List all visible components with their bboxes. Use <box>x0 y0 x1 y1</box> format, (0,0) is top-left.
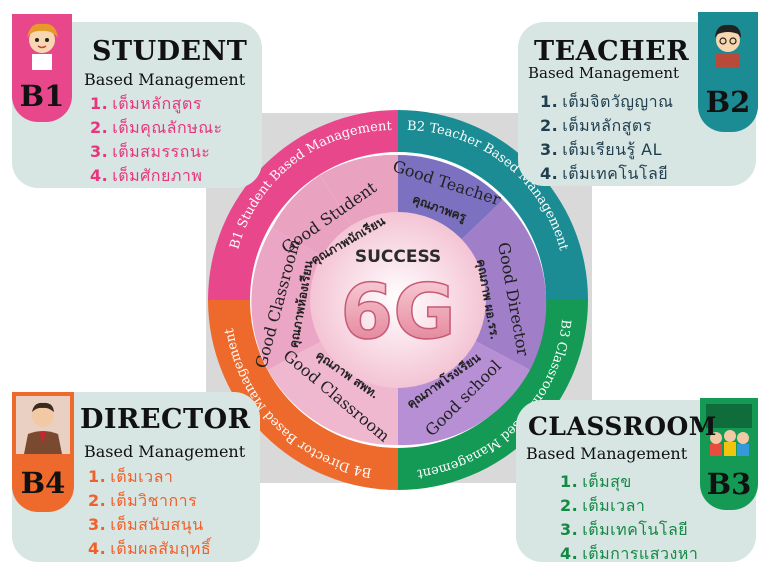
center-label: SUCCESS <box>355 247 441 267</box>
classroom-subtitle: Based Management <box>526 444 688 463</box>
list-item: 1.เต็มหลักสูตร <box>90 94 202 113</box>
list-item: 3.เต็มเทคโนโลยี <box>560 520 689 539</box>
list-item: 4.เต็มผลสัมฤทธิ์ <box>88 539 212 558</box>
student-list: 1.เต็มหลักสูตร 2.เต็มคุณลักษณะ 3.เต็มสมร… <box>90 92 223 188</box>
center-big-6g: 6G <box>340 267 455 356</box>
tag-b1: B1 <box>12 70 72 122</box>
teacher-icon <box>715 24 741 68</box>
teacher-title: TEACHER <box>534 36 690 67</box>
student-title: STUDENT <box>92 36 248 67</box>
list-item: 3.เต็มสมรรถนะ <box>90 142 211 161</box>
student-avatar <box>12 14 72 70</box>
director-title: DIRECTOR <box>80 404 251 435</box>
classroom-avatar <box>700 398 758 458</box>
director-avatar <box>12 392 74 454</box>
list-item: 2.เต็มวิชาการ <box>88 491 198 510</box>
classroom-kids-icon <box>706 404 752 456</box>
list-item: 2.เต็มคุณลักษณะ <box>90 118 223 137</box>
student-girl-icon <box>27 23 58 70</box>
teacher-list: 1.เต็มจิตวัญญาณ 2.เต็มหลักสูตร 3.เต็มเรี… <box>540 90 673 186</box>
classroom-title: CLASSROOM <box>528 412 717 441</box>
director-subtitle: Based Management <box>84 442 246 461</box>
tag-b2: B2 <box>698 72 758 132</box>
list-item: 4.เต็มการแสวงหา <box>560 544 699 563</box>
student-subtitle: Based Management <box>84 70 246 89</box>
tag-b3: B3 <box>700 458 758 510</box>
list-item: 4.เต็มศักยภาพ <box>90 166 203 185</box>
teacher-avatar <box>698 12 758 72</box>
list-item: 2.เต็มเวลา <box>560 496 646 515</box>
list-item: 1.เต็มจิตวัญญาณ <box>540 92 674 111</box>
list-item: 1.เต็มสุข <box>560 472 632 491</box>
list-item: 4.เต็มเทคโนโลยี <box>540 164 669 183</box>
center-disc <box>310 212 486 388</box>
director-list: 1.เต็มเวลา 2.เต็มวิชาการ 3.เต็มสนับสนุน … <box>88 465 211 561</box>
list-item: 2.เต็มหลักสูตร <box>540 116 652 135</box>
list-item: 3.เต็มสนับสนุน <box>88 515 204 534</box>
teacher-subtitle: Based Management <box>528 64 680 82</box>
tag-b4: B4 <box>12 454 74 512</box>
list-item: 1.เต็มเวลา <box>88 467 174 486</box>
director-man-icon <box>16 396 70 454</box>
classroom-list: 1.เต็มสุข 2.เต็มเวลา 3.เต็มเทคโนโลยี 4.เ… <box>560 470 698 566</box>
list-item: 3.เต็มเรียนรู้ AL <box>540 140 663 159</box>
